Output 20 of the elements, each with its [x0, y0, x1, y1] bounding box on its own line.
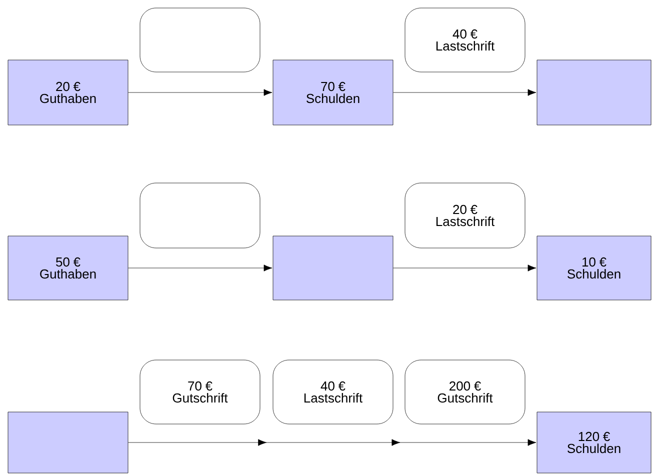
transaction-bubble — [140, 182, 260, 248]
account-box — [8, 412, 128, 474]
transaction-bubble — [140, 8, 260, 72]
transaction-bubble: 20 € Lastschrift — [404, 182, 526, 248]
transaction-bubble: 200 € Gutschrift — [404, 360, 526, 424]
arrow — [128, 264, 272, 272]
arrow — [128, 89, 272, 96]
account-box: 50 € Guthaben — [8, 236, 128, 300]
account-box: 20 € Guthaben — [8, 60, 128, 126]
transaction-bubble: 70 € Gutschrift — [140, 360, 260, 424]
arrow — [393, 89, 536, 96]
account-box: 120 € Schulden — [536, 412, 652, 474]
arrow — [128, 439, 536, 446]
account-box: 70 € Schulden — [272, 60, 394, 126]
account-box — [272, 236, 394, 300]
arrow — [393, 264, 536, 272]
account-box: 10 € Schulden — [536, 236, 652, 300]
account-box — [536, 60, 652, 126]
transaction-bubble: 40 € Lastschrift — [404, 8, 526, 72]
transaction-bubble: 40 € Lastschrift — [272, 360, 394, 424]
